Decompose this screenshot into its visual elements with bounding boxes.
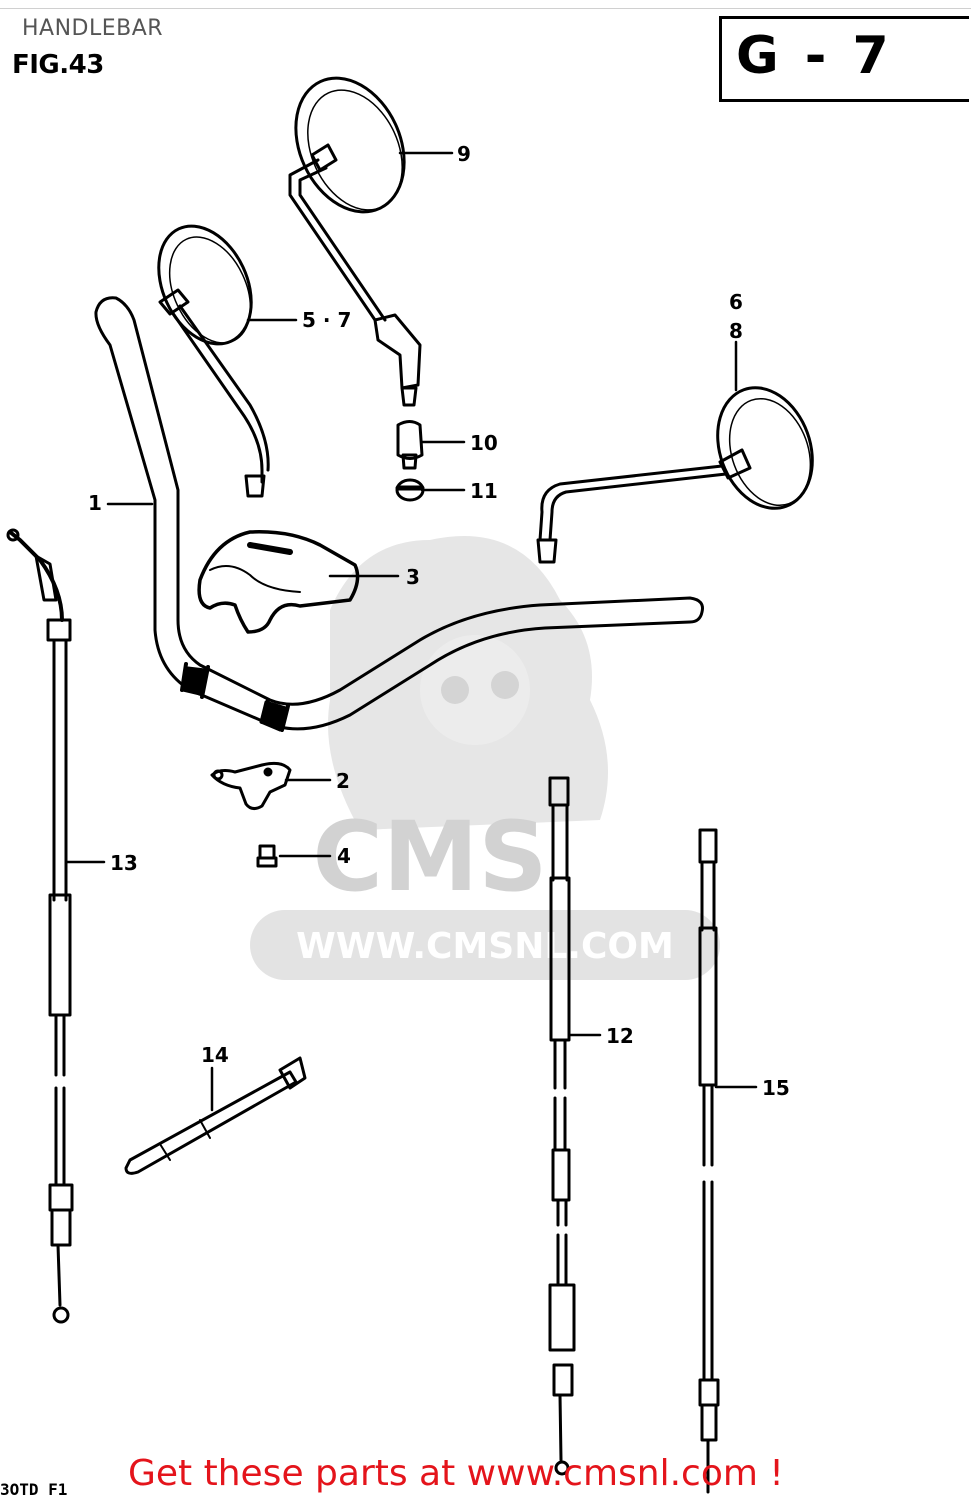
callout-2: 2	[336, 769, 350, 793]
watermark-brand: CMS	[312, 801, 547, 913]
callout-15: 15	[762, 1076, 790, 1100]
handlebar-part-1	[94, 296, 704, 732]
callout-8: 8	[729, 319, 743, 343]
callout-3: 3	[406, 565, 420, 589]
callout-5-7: 5 · 7	[302, 308, 351, 332]
page-title: HANDLEBAR	[22, 16, 164, 41]
right-mirror-part-6-8	[536, 386, 814, 564]
callout-4: 4	[337, 844, 351, 868]
throttle-cable-part-13	[6, 528, 74, 1324]
callout-11: 11	[470, 479, 498, 503]
callout-12: 12	[606, 1024, 634, 1048]
left-mirror-part-5-7	[157, 224, 270, 498]
callout-1: 1	[88, 491, 102, 515]
callout-10: 10	[470, 431, 498, 455]
adapter-part-10	[396, 420, 424, 470]
drawing-code: 3OTD F1	[0, 1480, 68, 1499]
promo-link[interactable]: Get these parts at www.cmsnl.com !	[128, 1453, 784, 1494]
bolt-part-4	[256, 844, 278, 868]
callout-9: 9	[457, 142, 471, 166]
page-code: G - 7	[736, 26, 893, 86]
nut-part-11	[395, 478, 425, 502]
clamp-cover-part-3	[197, 530, 360, 634]
callout-6: 6	[729, 290, 743, 314]
watermark-url: WWW.CMSNL.COM	[296, 926, 674, 967]
page-code-box	[719, 16, 969, 102]
callout-14: 14	[201, 1043, 229, 1067]
cable-part-15	[698, 828, 720, 1494]
leader-lines	[64, 151, 758, 1112]
holder-part-2	[210, 761, 292, 811]
cable-lubricator-part-14	[124, 1056, 307, 1175]
callout-13: 13	[110, 851, 138, 875]
watermark-logo: CMS WWW.CMSNL.COM	[250, 536, 720, 980]
clutch-cable-part-12	[548, 776, 576, 1476]
figure-number: FIG.43	[12, 50, 104, 80]
top-divider	[0, 8, 971, 9]
upper-mirror-part-9	[288, 76, 422, 407]
callout-labels: 1 2 3 4 5 · 7 6 8 9 10 11 12 13 14 15	[88, 142, 790, 1100]
